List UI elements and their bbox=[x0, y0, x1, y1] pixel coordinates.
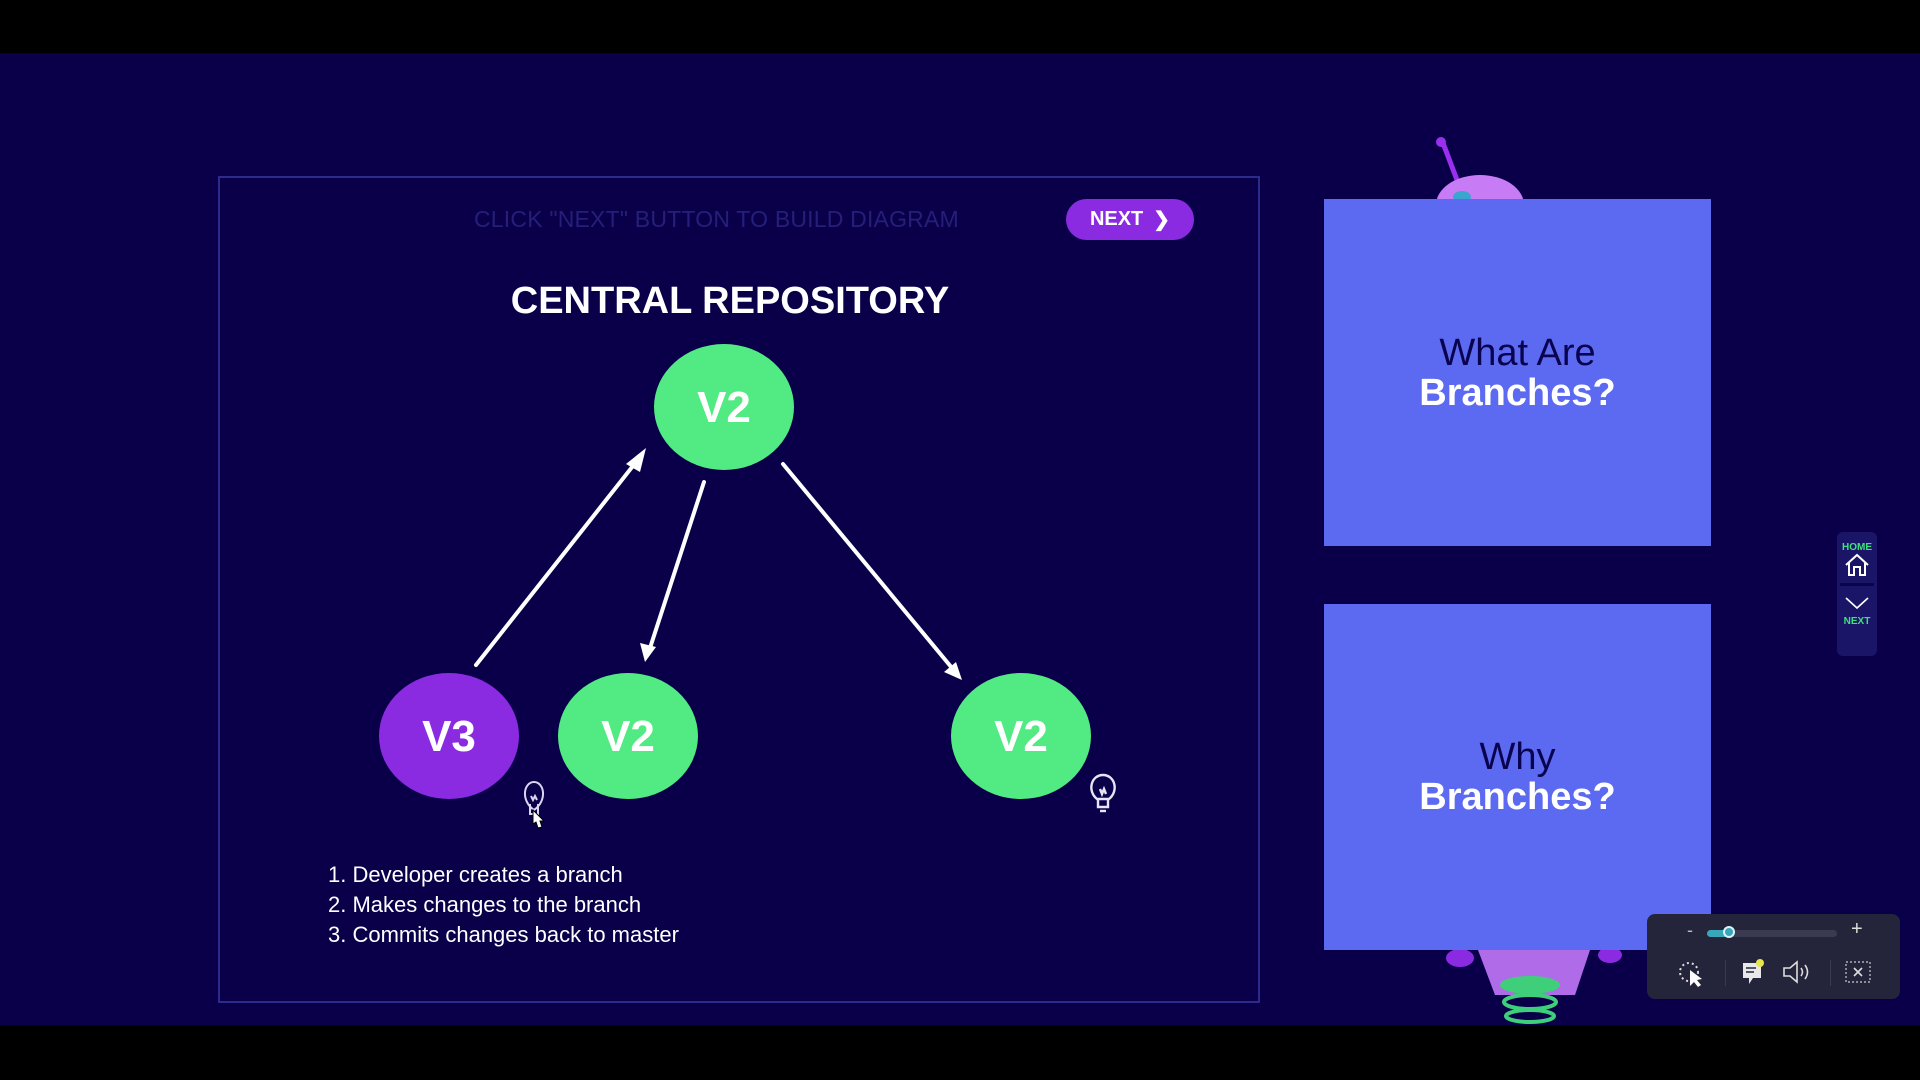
step-item: 2. Makes changes to the branch bbox=[328, 892, 642, 917]
node-other-copy-label: V2 bbox=[994, 712, 1048, 761]
node-branch-modified-label: V3 bbox=[422, 712, 476, 761]
card-why-branches[interactable]: Why Branches? bbox=[1324, 604, 1711, 950]
arrow-merge-head bbox=[626, 448, 646, 472]
nav-home-label[interactable]: HOME bbox=[1842, 542, 1872, 553]
card-title-line2: Branches? bbox=[1419, 776, 1616, 818]
robot-arm-left bbox=[1446, 949, 1474, 967]
home-icon[interactable] bbox=[1844, 553, 1870, 577]
robot-arm-right bbox=[1598, 947, 1622, 963]
next-button-label: NEXT bbox=[1089, 208, 1144, 230]
arrow-copy bbox=[781, 462, 954, 670]
pointer-highlight-icon[interactable] bbox=[1677, 960, 1707, 988]
controls-divider bbox=[1830, 960, 1831, 986]
chevron-right-icon: ❯ bbox=[1153, 209, 1171, 231]
chevron-down-icon[interactable] bbox=[1844, 596, 1870, 610]
zoom-slider-fill bbox=[1707, 930, 1730, 937]
node-branch-modified-circle bbox=[379, 673, 519, 799]
lightbulb-icon[interactable] bbox=[524, 780, 544, 815]
arrow-branch-head bbox=[640, 643, 656, 662]
node-central-label: V2 bbox=[697, 383, 751, 432]
side-navigation: HOME NEXT bbox=[1837, 532, 1877, 656]
node-central: V2 bbox=[654, 344, 794, 470]
card-what-are-branches[interactable]: What Are Branches? bbox=[1324, 199, 1711, 546]
zoom-slider[interactable] bbox=[1707, 926, 1837, 938]
zoom-out-button[interactable]: - bbox=[1687, 920, 1693, 940]
card-title-line2: Branches? bbox=[1419, 371, 1616, 414]
zoom-slider-handle[interactable] bbox=[1723, 926, 1736, 938]
instruction-text: CLICK "NEXT" BUTTON TO BUILD DIAGRAM bbox=[474, 206, 959, 232]
step-item: 3. Commits changes back to master bbox=[328, 922, 679, 947]
volume-icon[interactable] bbox=[1781, 960, 1815, 984]
node-other-copy-circle bbox=[951, 673, 1091, 799]
node-central-circle bbox=[654, 344, 794, 470]
diagram-title: CENTRAL REPOSITORY bbox=[510, 280, 950, 322]
card-title-line1: What Are bbox=[1439, 331, 1596, 374]
player-controls: - + bbox=[1647, 914, 1900, 999]
nav-next-label[interactable]: NEXT bbox=[1843, 616, 1871, 627]
letterbox-top bbox=[0, 0, 1920, 53]
node-branch-copy-label: V2 bbox=[601, 712, 655, 761]
robot-antenna bbox=[1440, 140, 1460, 183]
controls-divider bbox=[1725, 960, 1726, 986]
mouse-cursor-hand-icon bbox=[532, 808, 546, 829]
letterbox-bottom bbox=[0, 1025, 1920, 1080]
robot-antenna-tip bbox=[1436, 137, 1446, 147]
exit-fullscreen-icon[interactable] bbox=[1844, 960, 1872, 984]
arrow-copy-head bbox=[944, 662, 962, 680]
next-button[interactable]: NEXT ❯ bbox=[1066, 199, 1194, 240]
card-title-line1: Why bbox=[1479, 736, 1556, 778]
node-branch-modified: V3 bbox=[379, 673, 519, 799]
slide-frame bbox=[218, 176, 1260, 1003]
robot-spring bbox=[1500, 976, 1560, 994]
zoom-in-button[interactable]: + bbox=[1851, 918, 1863, 940]
captions-icon[interactable] bbox=[1741, 958, 1765, 986]
arrow-branch bbox=[648, 480, 706, 650]
node-branch-copy-circle bbox=[558, 673, 698, 799]
step-item: 1. Developer creates a branch bbox=[328, 862, 623, 887]
robot-spring bbox=[1504, 1008, 1556, 1024]
arrow-merge bbox=[474, 455, 642, 667]
steps-list: 1. Developer creates a branch 2. Makes c… bbox=[328, 860, 679, 950]
lightbulb-icon[interactable] bbox=[1090, 773, 1116, 813]
node-branch-copy: V2 bbox=[558, 673, 698, 799]
nav-divider bbox=[1840, 583, 1874, 586]
branch-diagram: V2 V3 V2 V2 bbox=[379, 344, 1116, 829]
robot-spring bbox=[1502, 993, 1558, 1011]
node-other-copy: V2 bbox=[951, 673, 1091, 799]
